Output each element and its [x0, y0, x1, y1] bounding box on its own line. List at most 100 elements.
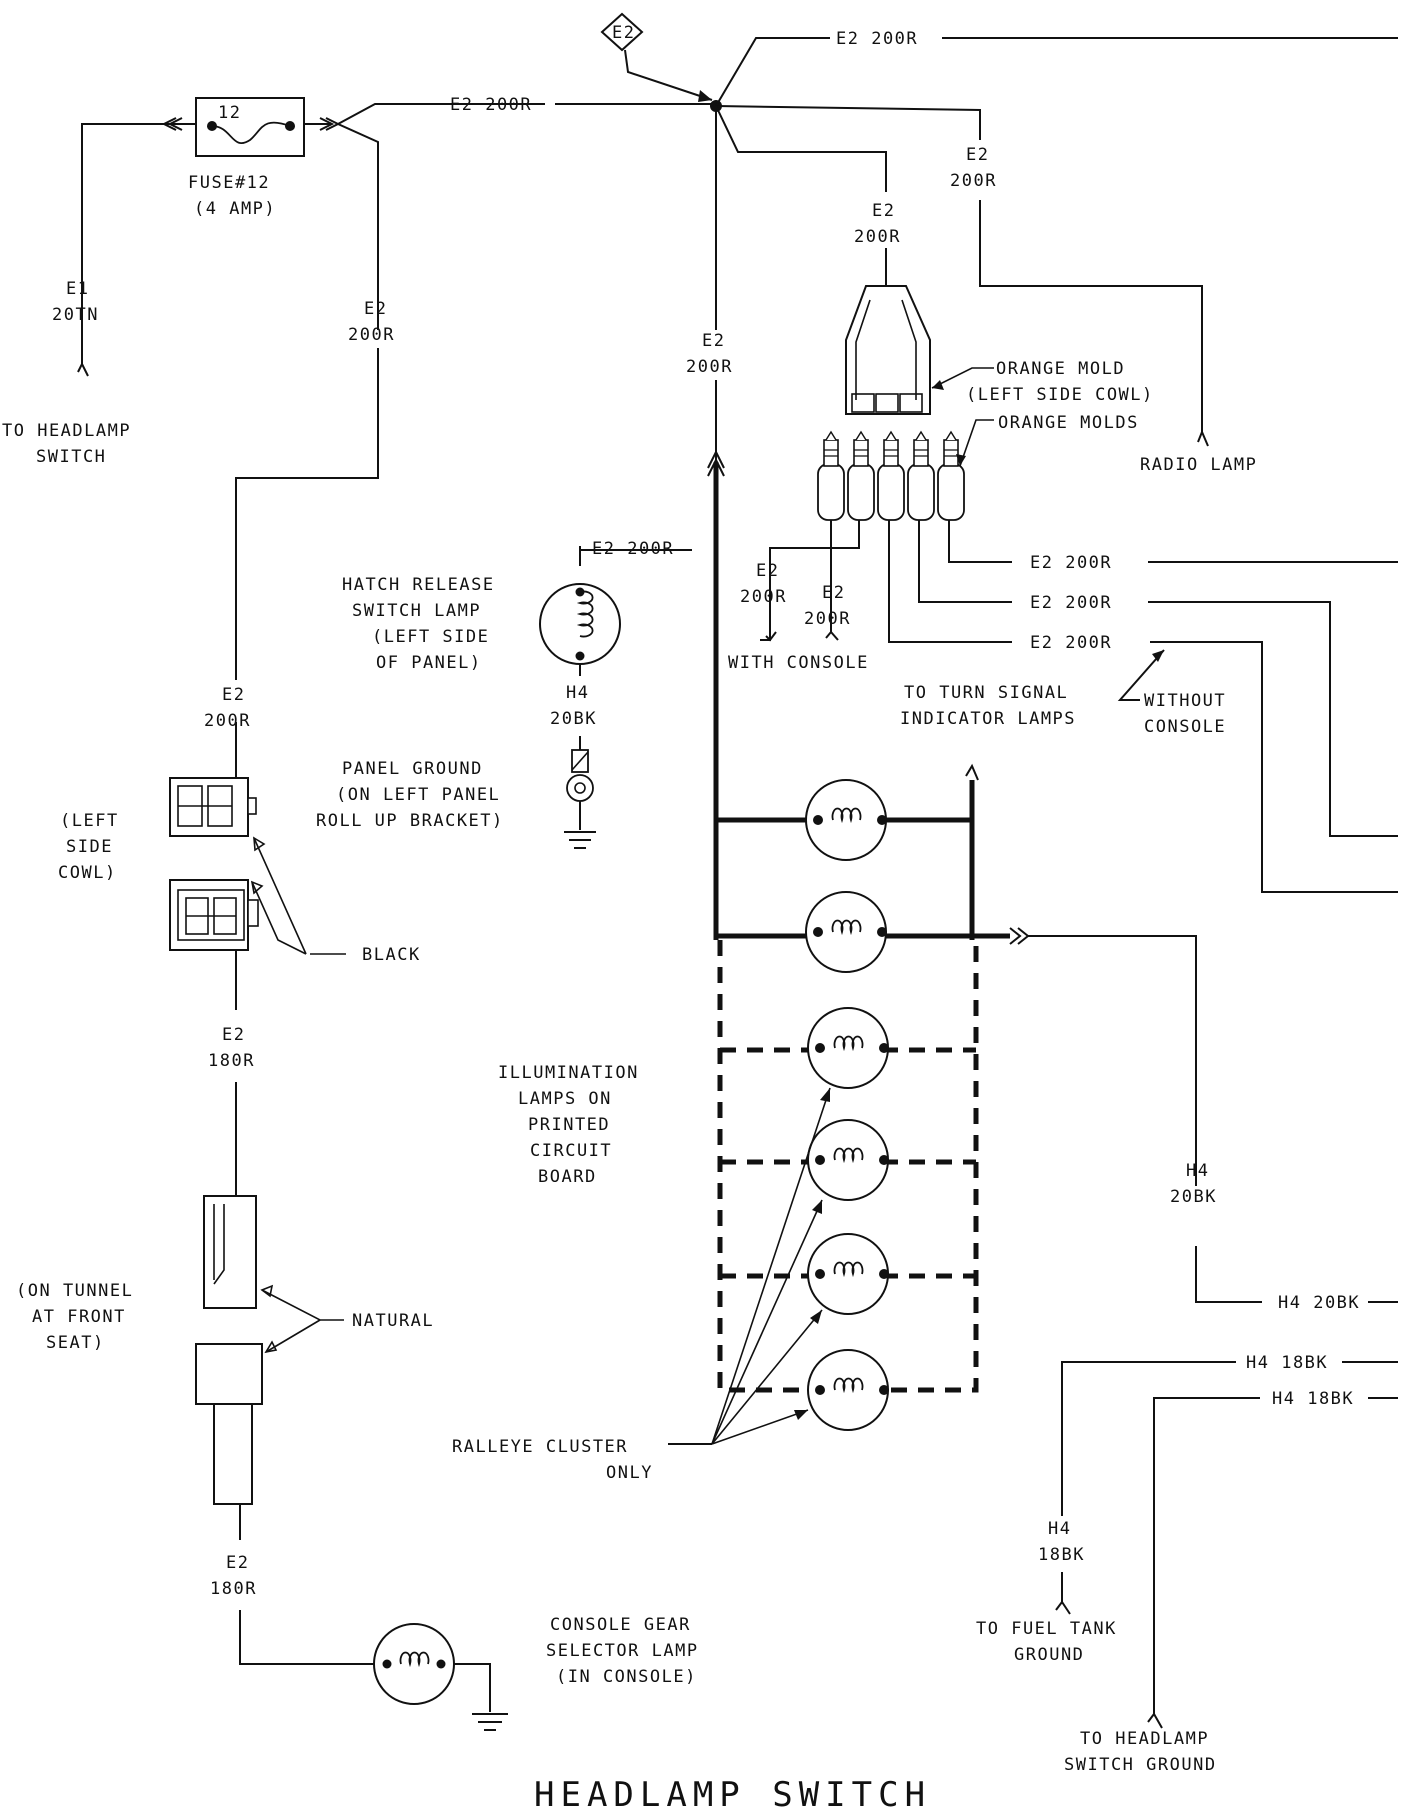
label-without-2: CONSOLE	[1144, 717, 1226, 737]
label-fuel-1: TO FUEL TANK	[976, 1619, 1117, 1639]
label-cowl-1: (LEFT	[60, 811, 119, 831]
label-to-headlamp-1: TO HEADLAMP	[2, 421, 131, 441]
label-ralleye-2: ONLY	[606, 1463, 653, 1483]
wire-label-e2-mold: E2	[872, 201, 895, 221]
label-hatch-4: OF PANEL)	[376, 653, 482, 673]
wire-label-h4-20bk: H4 20BK	[1278, 1293, 1360, 1313]
label-illum-5: BOARD	[538, 1167, 597, 1187]
black-connector-upper	[169, 777, 257, 837]
label-left-side-cowl-paren: (LEFT SIDE COWL)	[966, 385, 1154, 405]
fuse-name: FUSE#12	[188, 173, 270, 193]
wire-label-200r-console-b: 200R	[804, 609, 851, 629]
wire-label-e2-200r-out1: E2 200R	[1030, 553, 1112, 573]
wire-label-e2-center: E2	[702, 331, 725, 351]
label-tunnel-2: AT FRONT	[32, 1307, 126, 1327]
wire-label-h4-right: H4	[1186, 1161, 1209, 1181]
cluster-lamp-3	[807, 1007, 889, 1089]
wire-label-e2-200r-top: E2 200R	[836, 29, 918, 49]
wire-label-e2-console-b: E2	[822, 583, 845, 603]
wire-label-20bk-right: 20BK	[1170, 1187, 1217, 1207]
label-turn-signal-2: INDICATOR LAMPS	[900, 709, 1076, 729]
label-illum-1: ILLUMINATION	[498, 1063, 639, 1083]
wire-label-e2-left-b: E2	[222, 685, 245, 705]
wire-label-18bk-fuel: 18BK	[1038, 1545, 1085, 1565]
black-connector-lower	[169, 879, 259, 951]
wire-splice-top	[715, 37, 830, 107]
cluster-lamp-6	[807, 1349, 889, 1431]
label-fuel-2: GROUND	[1014, 1645, 1084, 1665]
cluster-lamp-2	[805, 891, 887, 973]
wire-label-200r-center: 200R	[686, 357, 733, 377]
wire-label-e2-console-a: E2	[756, 561, 779, 581]
label-radio-lamp: RADIO LAMP	[1140, 455, 1257, 475]
wire-label-e2-left-a: E2	[364, 299, 387, 319]
wire-label-20tn: 20TN	[52, 305, 99, 325]
label-console-lamp-1: CONSOLE GEAR	[550, 1615, 691, 1635]
label-black: BLACK	[362, 945, 421, 965]
wire-label-e2-diamond: E2	[612, 23, 635, 43]
panel-ground-eyelet	[566, 749, 594, 802]
wire-label-e2-radio: E2	[966, 145, 989, 165]
label-console-lamp-3: (IN CONSOLE)	[556, 1667, 697, 1687]
console-gear-selector-lamp	[373, 1623, 455, 1705]
wire-label-e2-left-c: E2	[222, 1025, 245, 1045]
wire-label-e1: E1	[66, 279, 89, 299]
label-orange-mold: ORANGE MOLD	[996, 359, 1125, 379]
label-natural: NATURAL	[352, 1311, 434, 1331]
wire-label-20bk-hatch: 20BK	[550, 709, 597, 729]
fuse-rating: (4 AMP)	[194, 199, 276, 219]
label-console-lamp-2: SELECTOR LAMP	[546, 1641, 699, 1661]
label-cowl-3: COWL)	[58, 863, 117, 883]
wire-label-h4-18bk-a: H4 18BK	[1246, 1353, 1328, 1373]
wire-fuse-to-splice	[337, 103, 545, 125]
orange-mold-connector	[845, 285, 931, 415]
wire-label-180r-left-d: 180R	[210, 1579, 257, 1599]
label-orange-molds: ORANGE MOLDS	[998, 413, 1139, 433]
wire-label-h4-hatch: H4	[566, 683, 589, 703]
wire-label-h4-18bk-b: H4 18BK	[1272, 1389, 1354, 1409]
label-panel-ground-3: ROLL UP BRACKET)	[316, 811, 504, 831]
label-ralleye-1: RALLEYE CLUSTER	[452, 1437, 628, 1457]
label-illum-3: PRINTED	[528, 1115, 610, 1135]
cluster-lamp-4	[807, 1119, 889, 1201]
label-hatch-3: (LEFT SIDE	[372, 627, 489, 647]
wire-e1-to-fuse	[81, 123, 168, 366]
wire-label-200r-left-a: 200R	[348, 325, 395, 345]
cluster-lamp-1	[805, 779, 887, 861]
label-tunnel-1: (ON TUNNEL	[16, 1281, 133, 1301]
wire-label-200r-mold: 200R	[854, 227, 901, 247]
wire-label-h4-fuel: H4	[1048, 1519, 1071, 1539]
label-with-console: WITH CONSOLE	[728, 653, 869, 673]
wire-fuse-down	[337, 123, 379, 330]
cluster-lamp-5	[807, 1233, 889, 1315]
ground-symbol-hatch	[564, 831, 596, 849]
wire-label-200r-console-a: 200R	[740, 587, 787, 607]
wire-label-180r-left-c: 180R	[208, 1051, 255, 1071]
natural-connector-upper	[203, 1195, 257, 1309]
fuse-12	[195, 97, 305, 157]
ground-symbol-console	[472, 1713, 508, 1731]
orange-molds-terminals	[817, 430, 965, 521]
label-headlamp-ground-2: SWITCH GROUND	[1064, 1755, 1217, 1775]
label-to-headlamp-2: SWITCH	[36, 447, 106, 467]
label-illum-2: LAMPS ON	[518, 1089, 612, 1109]
label-turn-signal-1: TO TURN SIGNAL	[904, 683, 1068, 703]
wire-label-e2-200r-fuse: E2 200R	[450, 95, 532, 115]
label-panel-ground-2: (ON LEFT PANEL	[336, 785, 500, 805]
label-tunnel-3: SEAT)	[46, 1333, 105, 1353]
hatch-release-switch-lamp	[539, 583, 621, 665]
label-panel-ground-1: PANEL GROUND	[342, 759, 483, 779]
e2-reference-diamond	[600, 12, 644, 52]
label-hatch-1: HATCH RELEASE	[342, 575, 495, 595]
label-headlamp-ground-1: TO HEADLAMP	[1080, 1729, 1209, 1749]
label-cowl-2: SIDE	[66, 837, 113, 857]
wire-label-200r-left-b: 200R	[204, 711, 251, 731]
label-without-1: WITHOUT	[1144, 691, 1226, 711]
wire-label-e2-200r-hatch: E2 200R	[592, 539, 674, 559]
fuse-number: 12	[218, 103, 241, 123]
wire-label-e2-200r-out2: E2 200R	[1030, 593, 1112, 613]
wire-label-e2-200r-out3: E2 200R	[1030, 633, 1112, 653]
wire-label-200r-radio: 200R	[950, 171, 997, 191]
natural-connector-lower	[195, 1343, 263, 1505]
